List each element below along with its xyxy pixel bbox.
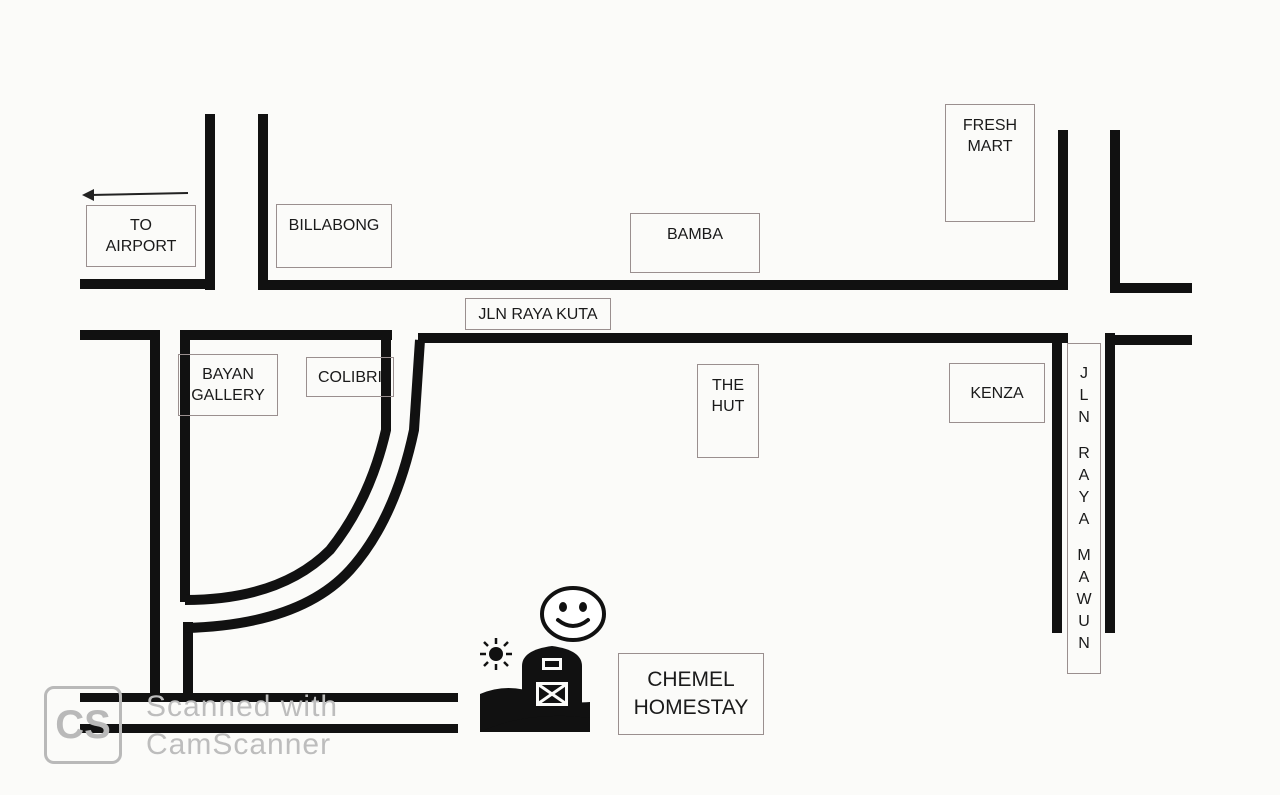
road-segment [80,724,458,733]
road-segment [418,333,1068,343]
to-airport-label: TO AIRPORT [86,205,196,267]
street-letter: A [1078,568,1090,586]
road-segment [1105,333,1115,633]
colibri-label: COLIBRI [306,357,394,397]
camscanner-logo: CS [44,686,122,764]
road-segment [180,330,190,602]
smiley-face-icon [540,586,606,642]
chemel-homestay-label: CHEMEL HOMESTAY [618,653,764,735]
road-segment [1110,335,1192,345]
road-segment [205,114,215,290]
watermark-text: Scanned with CamScanner [146,688,338,764]
barn-icon [480,646,590,732]
bamba-label: BAMBA [630,213,760,273]
billabong-label: BILLABONG [276,204,392,268]
the-hut-label: THE HUT [697,364,759,458]
street-letter: N [1078,408,1090,426]
street-letter: Y [1078,488,1090,506]
street-letter: W [1076,590,1092,608]
camscanner-watermark: CS Scanned with CamScanner [44,686,374,768]
road-segment [258,114,268,290]
road-segment [1058,130,1068,290]
kenza-label: KENZA [949,363,1045,423]
road-segment [183,622,193,700]
watermark-line-2: CamScanner [146,728,332,761]
street-letter: A [1078,466,1090,484]
road-segment [80,279,215,289]
road-segment [80,330,160,340]
street-letter: N [1078,634,1090,652]
fresh-mart-label: FRESH MART [945,104,1035,222]
road-segment [1052,333,1062,633]
watermark-line-1: Scanned with [146,690,339,723]
street-letter: U [1078,612,1090,630]
road-segment [1110,283,1192,293]
road-segment [1110,130,1120,292]
street-letter: J [1080,364,1088,382]
road-segment [180,330,392,340]
road-segment [150,330,160,698]
bayan-gallery-label: BAYAN GALLERY [178,354,278,416]
road-segment [80,693,458,702]
street-letter: A [1078,510,1090,528]
jln-raya-kuta-label: JLN RAYA KUTA [465,298,611,330]
street-letter: L [1079,386,1089,404]
road-segment [258,280,1066,290]
street-letter: R [1078,444,1090,462]
jln-raya-mawun-label: J L N R A Y A M A W U N [1067,343,1101,674]
arrow-left-icon [82,189,189,201]
street-letter: M [1077,546,1091,564]
sun-icon [480,638,512,670]
